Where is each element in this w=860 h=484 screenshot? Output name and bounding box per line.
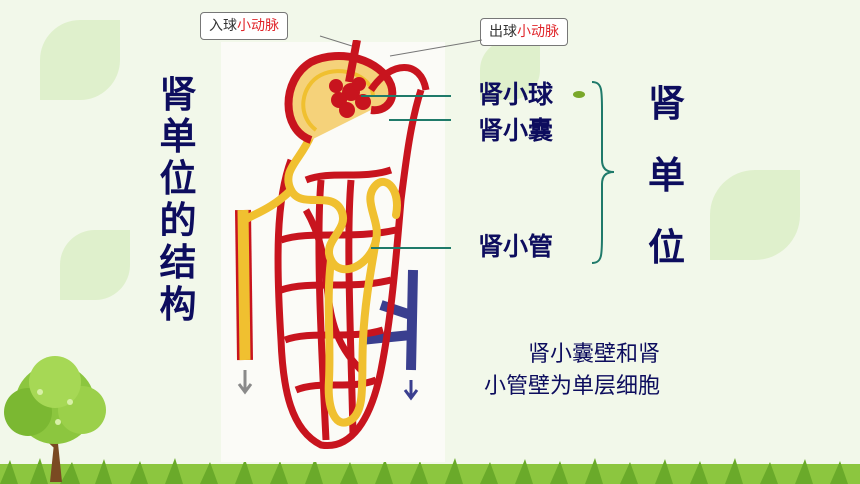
glomerulus xyxy=(329,77,371,118)
capillary-network xyxy=(274,88,425,450)
background-leaf xyxy=(480,40,540,100)
callout-prefix: 出球 xyxy=(489,24,517,40)
afferent-arteriole-callout: 入球小动脉 xyxy=(200,12,288,40)
tree-decoration xyxy=(4,356,106,482)
efferent-arteriole xyxy=(368,64,430,93)
title-char: 结 xyxy=(159,241,197,284)
note-line-2: 小管壁为单层细胞 xyxy=(484,374,661,399)
title-char: 的 xyxy=(159,199,197,242)
leaf-dot xyxy=(573,91,585,98)
title-char: 单 xyxy=(159,115,197,158)
callout-prefix: 入球 xyxy=(209,18,237,34)
callout-pointers xyxy=(319,35,483,57)
vein-arrow xyxy=(403,380,419,401)
background-leaf xyxy=(710,170,800,260)
collecting-duct-arrow xyxy=(237,370,253,395)
glomerulus-label: 肾小球 xyxy=(478,80,554,109)
title-char: 构 xyxy=(159,283,197,326)
background-leaf xyxy=(40,20,120,100)
unit-char: 单 xyxy=(648,154,685,197)
callout-highlight: 小动脉 xyxy=(517,24,559,40)
title-char: 肾 xyxy=(159,73,197,116)
vertical-title: 肾 单 位 的 结 构 xyxy=(155,74,201,326)
nephron-illustration xyxy=(235,40,451,450)
brace-icon xyxy=(591,81,615,264)
callout-highlight: 小动脉 xyxy=(237,18,279,34)
nephron-vertical-label: 肾 单 位 xyxy=(648,82,685,298)
renal-tubule xyxy=(241,131,401,427)
tubule-label: 肾小管 xyxy=(478,232,554,261)
grass-border xyxy=(0,458,860,484)
capsule-label: 肾小囊 xyxy=(478,116,554,145)
unit-char: 肾 xyxy=(648,82,685,125)
title-char: 位 xyxy=(159,157,197,200)
background-leaf xyxy=(60,230,130,300)
unit-char: 位 xyxy=(648,226,685,269)
efferent-arteriole-callout: 出球小动脉 xyxy=(480,18,568,46)
note-line-1: 肾小囊壁和肾 xyxy=(528,342,661,367)
afferent-arteriole xyxy=(345,40,361,83)
